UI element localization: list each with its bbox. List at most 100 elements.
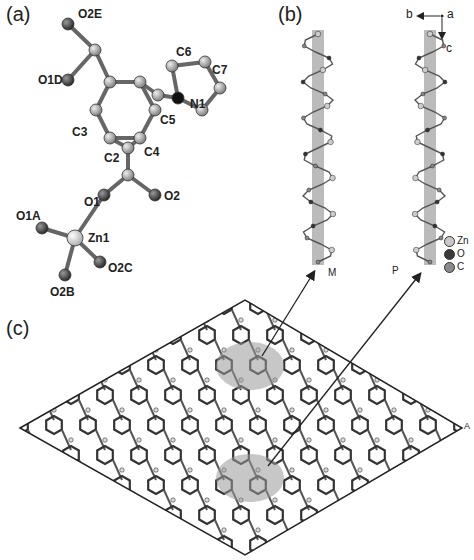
atom (307, 318, 311, 322)
pointer-arrow (262, 272, 314, 356)
atom (273, 438, 277, 442)
atom (188, 468, 192, 472)
linker (164, 310, 173, 330)
linker (113, 520, 122, 540)
ring (301, 386, 317, 404)
ring (420, 296, 436, 314)
linker (402, 490, 411, 510)
linker (368, 550, 377, 560)
atom (460, 408, 464, 412)
atom (375, 558, 379, 560)
ring (148, 536, 164, 554)
atom (302, 44, 306, 48)
ring (165, 446, 181, 464)
ring (318, 416, 334, 434)
ring (46, 476, 62, 494)
linker (198, 550, 207, 560)
ring (335, 386, 351, 404)
ring (131, 326, 147, 344)
linker (300, 310, 309, 330)
atom (409, 318, 413, 322)
ring (437, 326, 453, 344)
atom (35, 558, 39, 560)
atom (426, 528, 430, 532)
ring (114, 416, 130, 434)
atom (324, 468, 328, 472)
atom (171, 438, 175, 442)
ring (80, 356, 96, 374)
legend-text: O (457, 249, 465, 259)
linker (164, 550, 173, 560)
ring (420, 356, 436, 374)
atom (307, 188, 311, 192)
atom-label: C5 (160, 114, 175, 126)
atom (290, 348, 294, 352)
ring (437, 506, 453, 524)
ring (80, 476, 96, 494)
atom (171, 378, 175, 382)
atom-label: c (446, 42, 452, 54)
atom (69, 378, 73, 382)
linker (436, 370, 445, 390)
ring (471, 386, 474, 404)
atom (52, 528, 56, 532)
ring (471, 506, 474, 524)
atom-label: A (464, 422, 470, 431)
ring (148, 416, 164, 434)
atom (188, 528, 192, 532)
linker (130, 310, 139, 330)
atom (443, 318, 447, 322)
panel-label: (a) (6, 4, 30, 24)
atom (341, 378, 345, 382)
linker (436, 310, 445, 330)
atom (273, 498, 277, 502)
ring (454, 296, 470, 314)
linker (419, 520, 428, 540)
atom-label: P (392, 266, 399, 276)
atom (69, 318, 73, 322)
atom (103, 558, 107, 560)
ring (46, 296, 62, 314)
ring (250, 416, 266, 434)
ring (216, 536, 232, 554)
ring (403, 506, 419, 524)
ring (46, 416, 62, 434)
ring (199, 506, 215, 524)
ring (46, 356, 62, 374)
atom (301, 116, 305, 120)
linker (62, 490, 71, 510)
ring (335, 446, 351, 464)
atom (443, 378, 447, 382)
axis-arrow (442, 18, 443, 38)
atom (341, 438, 345, 442)
atom (460, 528, 464, 532)
ring (335, 506, 351, 524)
legend-text: Zn (457, 236, 469, 246)
atom (303, 152, 307, 156)
atom (415, 139, 421, 145)
atom-label: a (447, 8, 454, 20)
ring (318, 296, 334, 314)
atom (320, 67, 326, 73)
atom-label: C7 (212, 64, 227, 76)
ring (352, 536, 368, 554)
atom-label: O1 (84, 196, 100, 208)
atom (375, 498, 379, 502)
ring (165, 386, 181, 404)
ring (403, 326, 419, 344)
ring (80, 536, 96, 554)
ring (148, 356, 164, 374)
atom (327, 56, 331, 60)
linker (96, 550, 105, 560)
linker (385, 340, 394, 360)
linker (62, 550, 71, 560)
ring (233, 506, 249, 524)
ring (420, 536, 436, 554)
ring (80, 296, 96, 314)
atom (120, 348, 124, 352)
atom (421, 92, 425, 96)
ring (29, 506, 45, 524)
atom (433, 224, 437, 228)
atom (412, 211, 418, 217)
